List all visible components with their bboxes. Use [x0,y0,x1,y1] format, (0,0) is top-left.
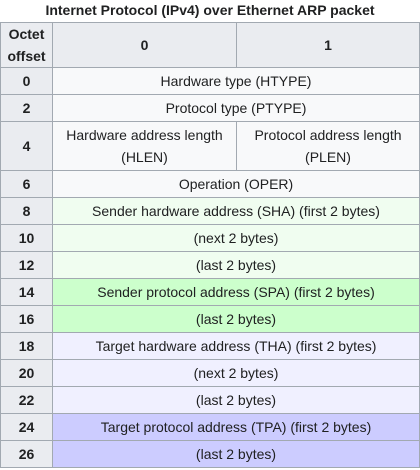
field-oper: Operation (OPER) [52,170,420,198]
field-hlen-line1: Hardware address length [66,127,223,143]
table-row: 4 Hardware address length (HLEN) Protoco… [0,121,420,171]
table-row: 18 Target hardware address (THA) (first … [0,332,420,360]
field-tha-first: Target hardware address (THA) (first 2 b… [52,332,420,360]
table-row: 26 (last 2 bytes) [0,440,420,468]
table-row: 12 (last 2 bytes) [0,251,420,279]
field-plen: Protocol address length (PLEN) [236,121,420,171]
field-tpa-last: (last 2 bytes) [52,440,420,468]
field-spa-first: Sender protocol address (SPA) (first 2 b… [52,278,420,306]
field-htype: Hardware type (HTYPE) [52,67,420,95]
table-row: 0 Hardware type (HTYPE) [0,67,420,95]
row-offset: 12 [0,251,53,279]
field-plen-line1: Protocol address length [254,127,402,143]
row-offset: 8 [0,197,53,225]
row-offset: 22 [0,386,53,414]
table-row: 2 Protocol type (PTYPE) [0,94,420,122]
row-offset: 2 [0,94,53,122]
table-row: 8 Sender hardware address (SHA) (first 2… [0,197,420,225]
row-offset: 20 [0,359,53,387]
table-row: 24 Target protocol address (TPA) (first … [0,413,420,441]
header-row: Octet offset 0 1 [0,22,420,68]
field-sha-last: (last 2 bytes) [52,251,420,279]
row-offset: 0 [0,67,53,95]
row-offset: 10 [0,224,53,252]
table-row: 16 (last 2 bytes) [0,305,420,333]
field-spa-last: (last 2 bytes) [52,305,420,333]
field-hlen: Hardware address length (HLEN) [52,121,237,171]
table-caption: Internet Protocol (IPv4) over Ethernet A… [45,2,375,18]
row-offset: 4 [0,121,53,171]
row-offset: 16 [0,305,53,333]
field-sha-next: (next 2 bytes) [52,224,420,252]
octet-offset-header-line1: Octet [8,26,45,42]
field-tha-next: (next 2 bytes) [52,359,420,387]
table-row: 14 Sender protocol address (SPA) (first … [0,278,420,306]
row-offset: 26 [0,440,53,468]
row-offset: 14 [0,278,53,306]
table-row: 6 Operation (OPER) [0,170,420,198]
octet-1-header: 1 [236,22,420,68]
field-tha-last: (last 2 bytes) [52,386,420,414]
field-tpa-first: Target protocol address (TPA) (first 2 b… [52,413,420,441]
row-offset: 18 [0,332,53,360]
field-hlen-line2: (HLEN) [121,149,168,165]
field-sha-first: Sender hardware address (SHA) (first 2 b… [52,197,420,225]
row-offset: 24 [0,413,53,441]
table-row: 20 (next 2 bytes) [0,359,420,387]
octet-0-header: 0 [52,22,237,68]
row-offset: 6 [0,170,53,198]
field-plen-line2: (PLEN) [305,149,351,165]
arp-packet-table: Octet offset 0 1 0 Hardware type (HTYPE)… [0,22,420,468]
octet-offset-header: Octet offset [0,22,53,68]
table-row: 10 (next 2 bytes) [0,224,420,252]
table-row: 22 (last 2 bytes) [0,386,420,414]
octet-offset-header-line2: offset [7,48,46,64]
field-ptype: Protocol type (PTYPE) [52,94,420,122]
